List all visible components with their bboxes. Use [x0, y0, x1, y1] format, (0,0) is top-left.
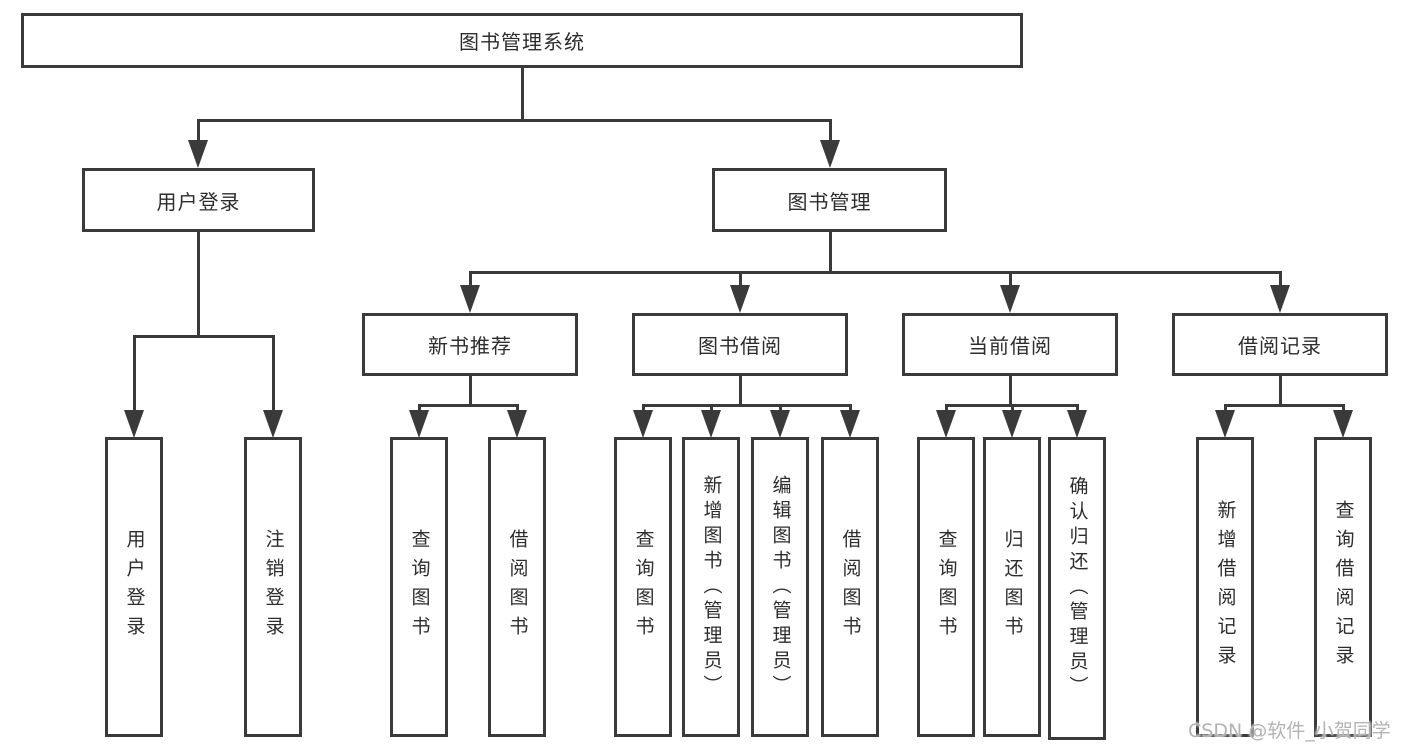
edge-leaf-query2-stem	[642, 404, 645, 412]
edge-leaf-query-record-stem	[1342, 404, 1345, 412]
edge-leaf-return-book-stem	[1011, 404, 1014, 412]
node-borrow-records: 借阅记录	[1172, 313, 1388, 376]
edge-user-login-rail	[133, 335, 275, 338]
arrowhead-leaf-add-book	[701, 410, 721, 438]
edge-leaf-logout-stem	[272, 335, 275, 415]
node-book-borrow-label: 图书借阅	[698, 334, 782, 358]
edge-leaf-borrow1-stem	[516, 404, 519, 412]
leaf-query-borrow-record: 查询借阅记录	[1314, 437, 1372, 737]
edge-book-borrow-down	[739, 376, 742, 406]
node-borrow-records-label: 借阅记录	[1238, 334, 1322, 358]
edge-borrow-records-stem	[1279, 271, 1282, 290]
node-book-borrow: 图书借阅	[632, 313, 848, 376]
arrowhead-leaf-confirm-return	[1067, 410, 1087, 438]
edge-user-login-down	[197, 232, 200, 337]
watermark: CSDN @软件_小贺同学	[1188, 720, 1391, 742]
node-new-book-recommend-label: 新书推荐	[428, 334, 512, 358]
edge-borrow-records-down	[1279, 376, 1282, 406]
leaf-edit-book-admin-label: 编辑图书（管理员）	[769, 474, 792, 700]
edge-leaf-query1-stem	[418, 404, 421, 412]
edge-new-book-rail	[418, 404, 519, 407]
leaf-query-book-1: 查询图书	[390, 437, 448, 737]
arrowhead-current-borrow	[1000, 285, 1020, 313]
edge-leaf-borrow2-stem	[849, 404, 852, 412]
arrowhead-leaf-borrow1	[507, 410, 527, 438]
node-user-login-label: 用户登录	[156, 189, 241, 214]
leaf-query-book-3-label: 查询图书	[935, 529, 958, 645]
edge-book-management-down	[829, 232, 832, 273]
arrowhead-book-management	[820, 140, 840, 168]
leaf-add-book-admin-label: 新增图书（管理员）	[700, 474, 723, 700]
edge-book-management-rail	[469, 271, 1282, 274]
leaf-query-book-2-label: 查询图书	[632, 529, 655, 645]
leaf-query-borrow-record-label: 查询借阅记录	[1332, 500, 1355, 674]
leaf-logout-label: 注销登录	[262, 529, 285, 645]
leaf-confirm-return-admin-label: 确认归还（管理员）	[1066, 476, 1089, 701]
leaf-borrow-book-1-label: 借阅图书	[506, 529, 529, 645]
leaf-logout: 注销登录	[244, 437, 302, 737]
leaf-borrow-book-2: 借阅图书	[821, 437, 879, 737]
leaf-borrow-book-1: 借阅图书	[488, 437, 546, 737]
leaf-return-book-label: 归还图书	[1001, 529, 1024, 645]
arrowhead-leaf-query2	[633, 410, 653, 438]
leaf-confirm-return-admin: 确认归还（管理员）	[1048, 437, 1106, 740]
edge-book-borrow-stem	[739, 271, 742, 290]
leaf-borrow-book-2-label: 借阅图书	[839, 529, 862, 645]
leaf-edit-book-admin: 编辑图书（管理员）	[751, 437, 809, 737]
leaf-user-login: 用户登录	[105, 437, 163, 737]
node-new-book-recommend: 新书推荐	[362, 313, 578, 376]
arrowhead-leaf-return-book	[1002, 410, 1022, 438]
arrowhead-leaf-login	[124, 410, 144, 438]
arrowhead-leaf-query3	[936, 410, 956, 438]
node-root-label: 图书管理系统	[459, 30, 585, 54]
edge-leaf-confirm-return-stem	[1076, 404, 1079, 412]
edge-user-login-stem	[197, 119, 200, 145]
arrowhead-leaf-borrow2	[840, 410, 860, 438]
arrowhead-user-login	[188, 140, 208, 168]
edge-borrow-records-rail	[1224, 404, 1345, 407]
arrowhead-leaf-logout	[263, 410, 283, 438]
edge-new-book-down	[469, 376, 472, 406]
edge-leaf-add-record-stem	[1224, 404, 1227, 412]
arrowhead-borrow-records	[1270, 285, 1290, 313]
leaf-add-book-admin: 新增图书（管理员）	[682, 437, 740, 737]
arrowhead-leaf-edit-book	[770, 410, 790, 438]
node-user-login: 用户登录	[82, 168, 315, 232]
edge-leaf-edit-book-stem	[779, 404, 782, 412]
leaf-user-login-label: 用户登录	[123, 529, 146, 645]
leaf-add-borrow-record: 新增借阅记录	[1196, 437, 1254, 737]
node-root: 图书管理系统	[21, 13, 1023, 68]
edge-book-borrow-rail	[642, 404, 852, 407]
arrowhead-leaf-add-record	[1215, 410, 1235, 438]
edge-current-borrow-down	[1009, 376, 1012, 406]
edge-root-rail	[197, 119, 832, 122]
edge-leaf-login-stem	[133, 335, 136, 415]
edge-root-stem	[521, 66, 524, 121]
edge-book-management-stem	[829, 119, 832, 145]
arrowhead-new-book	[460, 285, 480, 313]
leaf-query-book-3: 查询图书	[917, 437, 975, 737]
edge-leaf-add-book-stem	[710, 404, 713, 412]
arrowhead-book-borrow	[730, 285, 750, 313]
leaf-query-book-2: 查询图书	[614, 437, 672, 737]
node-current-borrow: 当前借阅	[902, 313, 1118, 376]
edge-leaf-query3-stem	[945, 404, 948, 412]
leaf-query-book-1-label: 查询图书	[408, 529, 431, 645]
node-current-borrow-label: 当前借阅	[968, 334, 1052, 358]
node-book-management-label: 图书管理	[787, 189, 872, 214]
arrowhead-leaf-query1	[409, 410, 429, 438]
arrowhead-leaf-query-record	[1333, 410, 1353, 438]
edge-current-borrow-stem	[1009, 271, 1012, 290]
node-book-management: 图书管理	[712, 168, 947, 232]
leaf-add-borrow-record-label: 新增借阅记录	[1214, 500, 1237, 674]
leaf-return-book: 归还图书	[983, 437, 1041, 737]
edge-new-book-stem	[469, 271, 472, 290]
